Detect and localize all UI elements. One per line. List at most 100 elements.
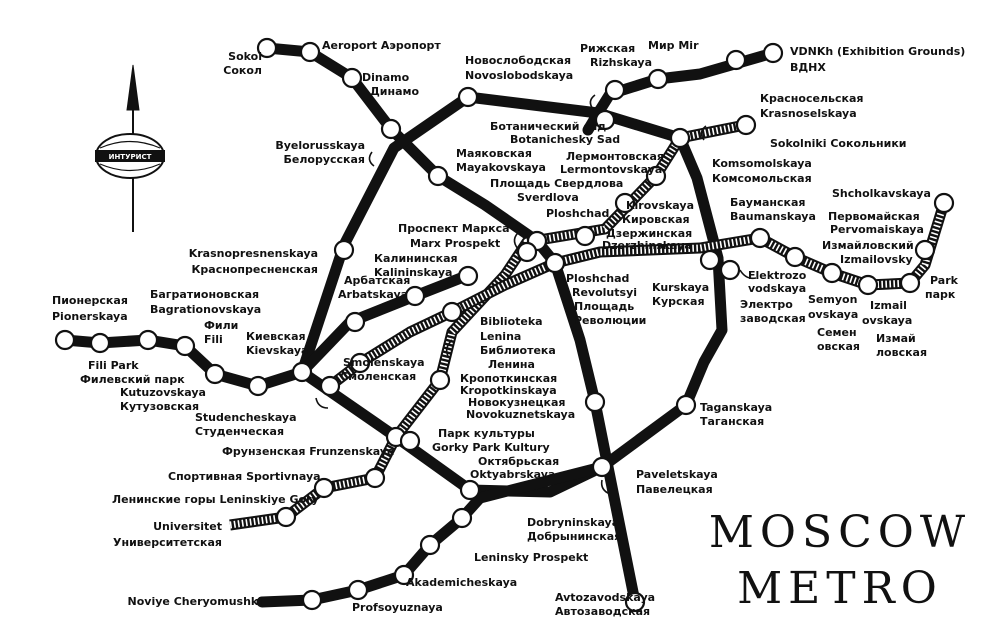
station-label-marx: Marx Prospekt (410, 237, 500, 250)
station-botanichesky-sad[interactable] (594, 109, 616, 131)
station-marx-prospekt[interactable] (516, 241, 538, 263)
station-dinamo[interactable] (341, 67, 363, 89)
station-label-paveletsk: Paveletskaya (636, 468, 718, 481)
station-novokuznetskaya[interactable] (584, 391, 606, 413)
station-label-kropot-ru: Кропоткинская (460, 372, 557, 385)
station-label-komsomol-ru: Комсомольская (712, 172, 812, 185)
station-dobryninskaya[interactable] (451, 507, 473, 529)
station-noviye-cheryomushki[interactable] (301, 589, 323, 611)
station-label-dzerzh-ru: Дзержинская (606, 227, 692, 240)
station-label-lerm: Lermontovskaya (560, 163, 662, 176)
station-mir[interactable] (647, 68, 669, 90)
station-oktyabrskaya[interactable] (459, 479, 481, 501)
station-label-novich: Noviye Cheryomushki (128, 595, 262, 608)
station-label-revol-ru: Площадь (574, 300, 634, 313)
station-sokol[interactable] (256, 37, 278, 59)
station-label-smol: Smolenskaya (343, 356, 425, 369)
station-revolutsyi[interactable] (544, 252, 566, 274)
station-izmailovskaya[interactable] (899, 272, 921, 294)
station-label-kalinin: Kalininskaya (374, 266, 452, 279)
station-izmailovsky[interactable] (857, 274, 879, 296)
station-label-shcholk: Shcholkavskaya (832, 187, 931, 200)
station-dzerzhinskaya[interactable] (574, 225, 596, 247)
station-label-novoslob: Novoslobodskaya (465, 69, 573, 82)
station-label-elektrozav-ru: Электро (740, 298, 793, 311)
station-taganskaya[interactable] (675, 394, 697, 416)
station-rizhskaya[interactable] (604, 79, 626, 101)
station-akademicheskaya[interactable] (393, 564, 415, 586)
station-biblioteka-lenina[interactable] (441, 301, 463, 323)
station-bagrationovskaya[interactable] (137, 329, 159, 351)
station-fili-park[interactable] (89, 332, 111, 354)
station-krasnopresnenskaya[interactable] (333, 239, 355, 261)
station-kalininskaya[interactable] (457, 265, 479, 287)
station-pionerskaya[interactable] (54, 329, 76, 351)
station-label-kirov-ru: Кировская (622, 213, 690, 226)
title-line-metro: METRO (737, 563, 943, 614)
station-kurskaya[interactable] (699, 249, 721, 271)
station-vdnkh-1[interactable] (725, 49, 747, 71)
station-label-leninpr: Leninsky Prospekt (474, 551, 588, 564)
station-vdnkh[interactable] (762, 42, 784, 64)
station-kropotkinskaya[interactable] (429, 369, 451, 391)
station-pervomaiskaya[interactable] (914, 239, 936, 261)
station-shcholkovskaya[interactable] (933, 192, 955, 214)
station-mayakovskaya[interactable] (427, 165, 449, 187)
station-label-sport: Спортивная Sportivnaya (168, 470, 321, 483)
station-label-izmail: Izmail (870, 299, 907, 312)
station-arbat-filyovskaya[interactable] (344, 311, 366, 333)
station-kutuzovskaya[interactable] (204, 363, 226, 385)
station-label-kursk: Kurskaya (652, 281, 709, 294)
compass: ИНТУРИСТ (95, 64, 165, 232)
station-profsoyuznaya[interactable] (347, 579, 369, 601)
station-label-revol: Ploshchad (566, 272, 629, 285)
station-leninsky-prospekt[interactable] (419, 534, 441, 556)
station-label-rizh-ru: Рижская (580, 42, 635, 55)
station-label-vdnkh-ru: ВДНХ (790, 61, 826, 74)
station-label-park: Park (930, 274, 959, 287)
station-kirovskaya[interactable] (614, 192, 636, 214)
station-label-rizh: Rizhskaya (590, 56, 652, 69)
station-smolenskaya[interactable] (349, 352, 371, 374)
station-label-krasnosel: Krasnoselskaya (760, 107, 857, 120)
station-label-pervom: Pervomaiskaya (830, 223, 924, 236)
station-leninskiye-gory[interactable] (275, 506, 297, 528)
station-label-student: Studencheskaya (195, 411, 297, 424)
station-label-byelo: Byelorusskaya (275, 139, 365, 152)
station-elektrozavodskaya[interactable] (784, 246, 806, 268)
station-kurskaya-2[interactable] (719, 259, 741, 281)
station-fili[interactable] (174, 335, 196, 357)
station-paveletskaya[interactable] (591, 456, 613, 478)
transfer-arrows (315, 94, 757, 495)
station-label-kiev: Kievskaya (246, 344, 308, 357)
station-novoslobodskaya[interactable] (457, 86, 479, 108)
station-frunzenskaya[interactable] (364, 467, 386, 489)
station-label-revol-ru-2: Революции (574, 314, 646, 327)
station-aeroport[interactable] (299, 41, 321, 63)
station-park-kultury-2[interactable] (399, 430, 421, 452)
station-studencheskaya[interactable] (247, 375, 269, 397)
station-label-mayak-ru: Маяковская (456, 147, 532, 160)
station-label-izm-ru: Измайловский (822, 239, 914, 252)
station-label-sokol-ru: Сокол (223, 64, 262, 77)
station-label-avtoz: Avtozavodskaya (555, 591, 655, 604)
station-krasnoselskaya[interactable] (735, 114, 757, 136)
station-komsomolskaya[interactable] (669, 127, 691, 149)
compass-needle-icon (126, 64, 140, 111)
station-bauman[interactable] (749, 227, 771, 249)
station-label-fili-ru: Фили (204, 319, 238, 332)
station-label-mir: Мир Mir (648, 39, 699, 52)
station-semyonovskaya[interactable] (821, 262, 843, 284)
station-label-kutuz: Kutuzovskaya (120, 386, 206, 399)
station-kievskaya-2[interactable] (319, 375, 341, 397)
station-arbatskaya[interactable] (404, 285, 426, 307)
station-byelorusskaya[interactable] (380, 118, 402, 140)
station-sportivnaya[interactable] (313, 477, 335, 499)
station-lermontovskaya[interactable] (645, 165, 667, 187)
station-label-univ-ru: Университетская (113, 536, 222, 549)
station-label-aeroport: Aeroport Аэропорт (322, 39, 441, 52)
station-kievskaya[interactable] (291, 361, 313, 383)
station-avtozavodskaya[interactable] (624, 591, 646, 613)
station-label-elektrozav-ru-2: заводская (740, 312, 806, 325)
station-label-sokolniki: Sokolniki Сокольники (770, 137, 907, 150)
